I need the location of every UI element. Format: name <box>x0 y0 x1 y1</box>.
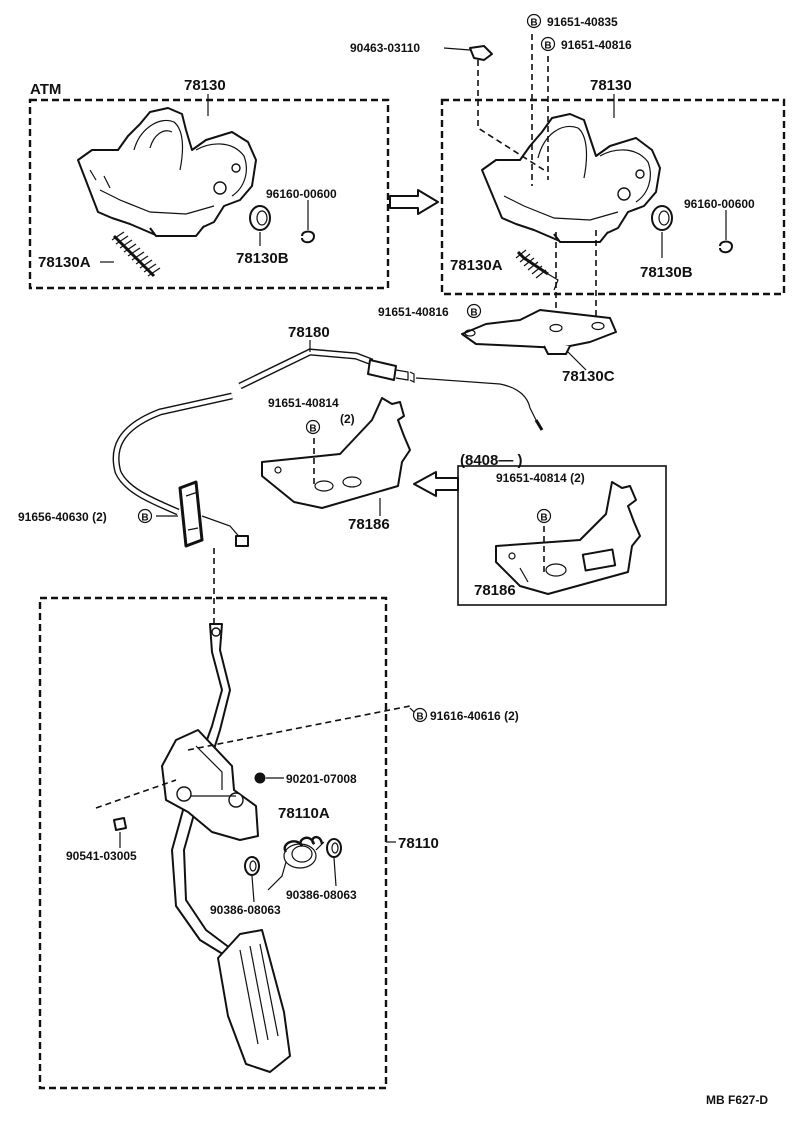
label-78130-right: 78130 <box>590 77 632 94</box>
clip-90541 <box>113 817 127 831</box>
bushing-78130b-left <box>249 205 271 231</box>
label-91651-40816-top: 91651-40816 <box>561 38 632 52</box>
label-91651-40835: 91651-40835 <box>547 15 618 29</box>
label-78130b-right: 78130B <box>640 264 693 281</box>
marker-b-6: B <box>137 508 153 524</box>
label-78180: 78180 <box>288 324 330 341</box>
spring-78130a-right <box>515 249 559 291</box>
label-90386-right: 90386-08063 <box>286 888 357 902</box>
svg-text:B: B <box>141 513 148 524</box>
label-78130a-left: 78130A <box>38 254 91 271</box>
label-78130-left: 78130 <box>184 77 226 94</box>
label-8408: (8408— ) <box>460 452 523 469</box>
label-91616: 91616-40616 (2) <box>430 709 519 723</box>
bolt-90463 <box>443 45 493 61</box>
svg-text:B: B <box>540 513 547 524</box>
marker-b-2: B <box>540 36 556 52</box>
clip-96160-right <box>719 240 733 254</box>
label-91651-40814-b: 91651-40814 (2) <box>496 471 585 485</box>
bracket-78186-upper <box>261 397 411 509</box>
label-atm: ATM <box>30 81 61 98</box>
variant-box <box>457 465 667 606</box>
svg-text:B: B <box>544 41 551 52</box>
spring-78110a <box>267 835 325 891</box>
clip-96160-left <box>301 230 315 244</box>
marker-b-5: B <box>536 508 552 524</box>
throttle-link-assembly-right <box>481 113 661 243</box>
label-78186-b: 78186 <box>474 582 516 599</box>
nut-90201 <box>254 772 266 784</box>
label-90201: 90201-07008 <box>286 772 357 786</box>
label-qty-2-a: (2) <box>340 412 355 426</box>
label-78110a: 78110A <box>278 805 330 822</box>
label-78186-a: 78186 <box>348 516 390 533</box>
footer-code: MB F627-D <box>706 1093 768 1107</box>
right-group-box <box>440 98 786 296</box>
label-91651-40816-mid: 91651-40816 <box>378 305 449 319</box>
accelerator-pedal-78110 <box>161 623 291 1073</box>
atm-group-box <box>28 98 390 290</box>
throttle-link-assembly-left <box>77 107 257 237</box>
svg-text:B: B <box>309 424 316 435</box>
spring-78130a-left <box>111 231 161 278</box>
arrow-to-right-box <box>389 189 439 215</box>
svg-text:B: B <box>470 308 477 319</box>
marker-b-3: B <box>466 303 482 319</box>
label-78130b-left: 78130B <box>236 250 289 267</box>
bushing-78130b-right <box>651 205 673 231</box>
label-90541: 90541-03005 <box>66 849 137 863</box>
marker-b-1: B <box>526 13 542 29</box>
label-90386-left: 90386-08063 <box>210 903 281 917</box>
label-78130c: 78130C <box>562 368 615 385</box>
marker-b-4: B <box>305 419 321 435</box>
bushing-90386-left <box>244 856 260 876</box>
arrow-from-variant <box>413 471 459 497</box>
marker-b-7: B <box>412 707 428 723</box>
svg-text:B: B <box>530 18 537 29</box>
label-96160-right: 96160-00600 <box>684 197 755 211</box>
bushing-90386-right <box>326 838 342 858</box>
label-91656: 91656-40630 (2) <box>18 510 107 524</box>
throttle-cable-78180 <box>112 348 544 516</box>
label-96160-left: 96160-00600 <box>266 187 337 201</box>
svg-text:B: B <box>416 712 423 723</box>
label-91651-40814-a: 91651-40814 <box>268 396 339 410</box>
label-78110: 78110 <box>398 835 439 852</box>
cable-grommet <box>178 480 249 548</box>
bracket-78186-variant <box>495 481 641 595</box>
label-90463: 90463-03110 <box>350 41 420 55</box>
plate-78130c <box>461 309 617 355</box>
label-78130a-right: 78130A <box>450 257 503 274</box>
